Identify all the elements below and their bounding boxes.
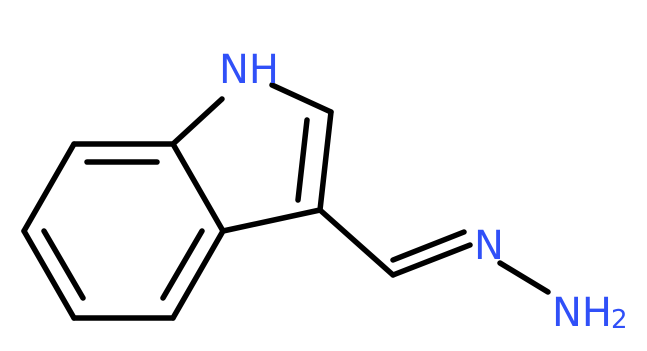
- bond-inner-cmethine-nimine: [390, 229, 467, 263]
- bond-cmethine-nimine: [390, 242, 473, 278]
- bond-inner-c4-c3a: [160, 228, 205, 301]
- bond-c2-n1: [269, 82, 334, 115]
- bond-c3a-c7a: [170, 141, 226, 234]
- bond-c7a-n1: [170, 96, 225, 147]
- hydrazone-n-label: N: [474, 223, 504, 269]
- bond-c7-c6: [21, 141, 77, 234]
- bond-c4-c3a: [170, 228, 226, 321]
- bond-c3-cmethine: [317, 207, 396, 278]
- terminal-h-count-label: 2: [611, 305, 628, 335]
- bond-c3-c2: [317, 109, 334, 213]
- bond-nimine-nh2: [497, 260, 551, 295]
- bond-c3a-c3: [220, 207, 323, 234]
- indole-nh-label: NH: [219, 47, 279, 93]
- terminal-nh-label: NH: [552, 290, 612, 336]
- bond-inner-c3-c2: [295, 117, 310, 203]
- bond-c6-c5: [21, 228, 77, 321]
- bond-inner-c6-c5: [41, 228, 86, 301]
